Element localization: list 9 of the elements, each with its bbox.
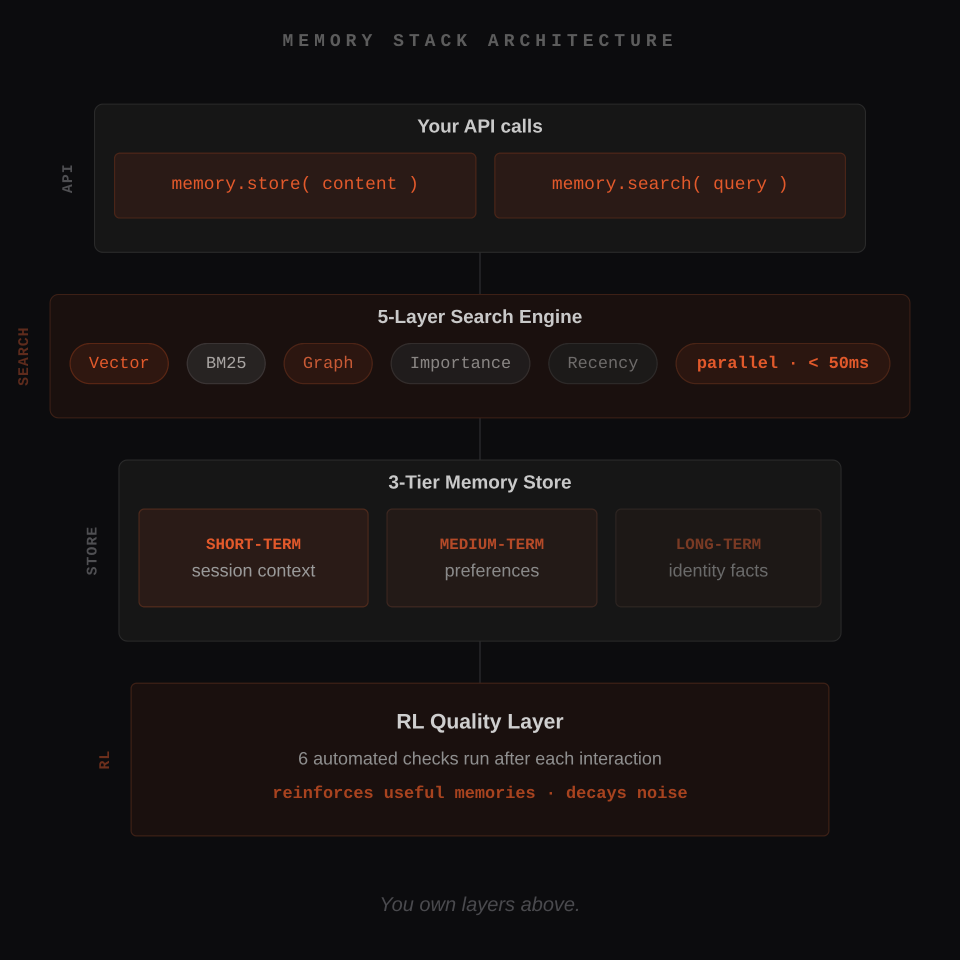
layer-side-label: STORE <box>86 526 102 576</box>
connector <box>479 641 481 684</box>
layer-side-label: API <box>61 163 78 194</box>
caption: You own layers above. <box>379 894 581 916</box>
layer-side-label: RL <box>98 750 114 770</box>
connector <box>479 418 481 460</box>
layer-side-label: SEARCH <box>16 326 33 386</box>
diagram-title: MEMORY STACK ARCHITECTURE <box>282 32 678 52</box>
connector <box>479 252 481 294</box>
